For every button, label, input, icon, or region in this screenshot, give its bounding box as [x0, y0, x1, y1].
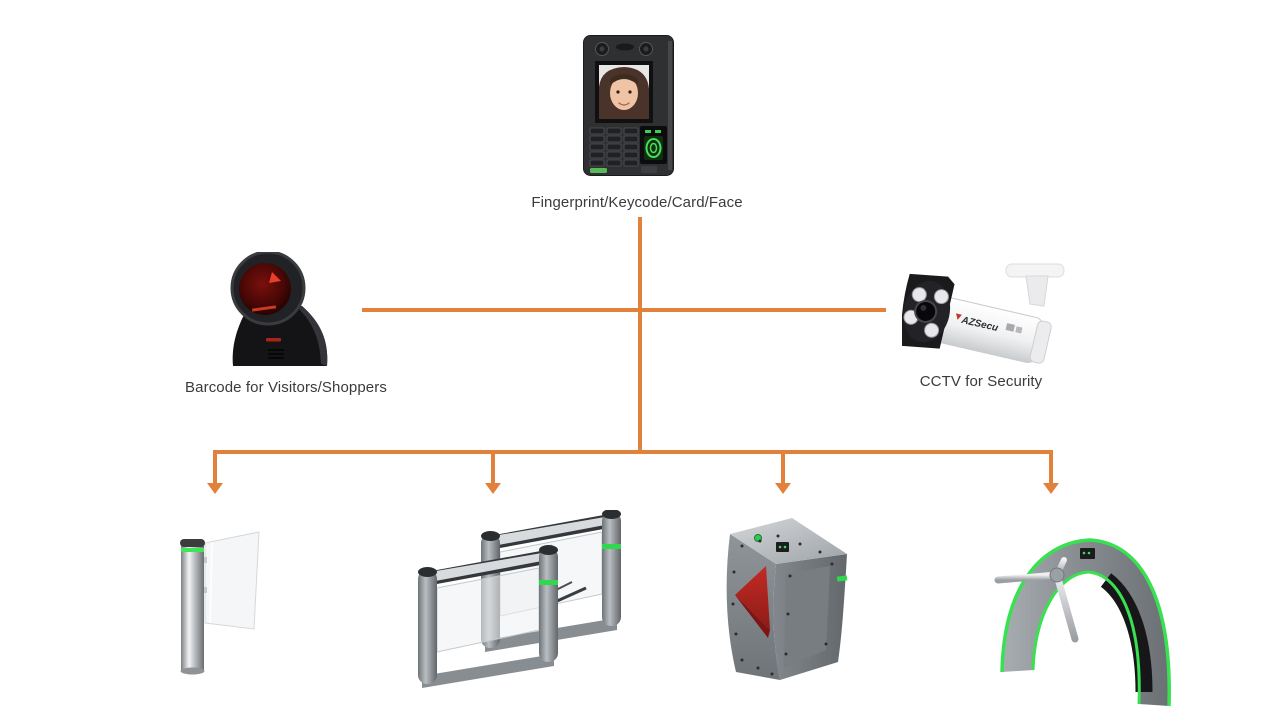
terminal-label: Fingerprint/Keycode/Card/Face	[531, 194, 743, 211]
connector-trunk-vertical	[638, 217, 642, 454]
flap-barrier-gate-icon	[720, 512, 850, 687]
connector-sensors-horizontal	[362, 308, 886, 312]
swing-barrier-gate-icon	[418, 510, 623, 702]
barcode-label: Barcode for Visitors/Shoppers	[185, 379, 387, 396]
face-recognition-terminal-icon	[583, 35, 674, 176]
swing-glass-gate-icon	[155, 531, 267, 703]
arrowhead-icon	[1043, 483, 1059, 494]
arrowhead-icon	[207, 483, 223, 494]
cctv-camera-icon: AZSecu	[902, 260, 1072, 370]
cctv-label: CCTV for Security	[919, 373, 1043, 390]
tripod-turnstile-icon	[978, 520, 1193, 710]
barcode-scanner-icon	[228, 252, 332, 376]
connector-distribution-horizontal	[213, 450, 1053, 454]
arrowhead-icon	[485, 483, 501, 494]
arrowhead-icon	[775, 483, 791, 494]
